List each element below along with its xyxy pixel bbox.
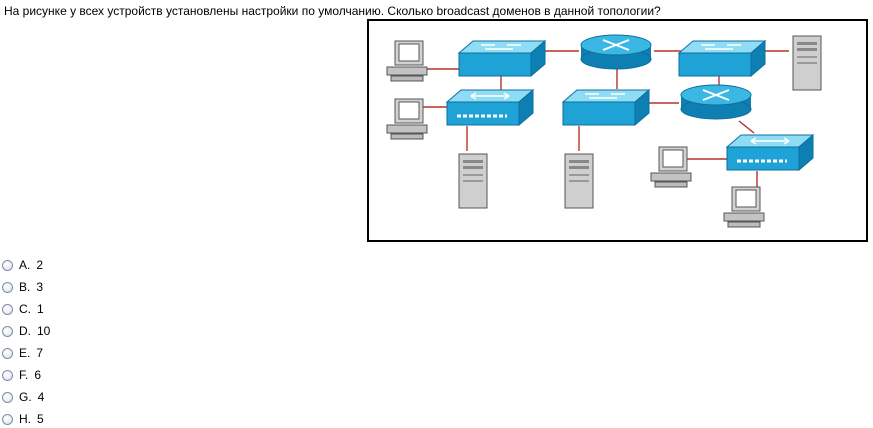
server-icon (564, 153, 594, 209)
router-icon (680, 84, 752, 120)
hub-icon (445, 88, 535, 127)
topology-svg (386, 34, 822, 228)
radio-button[interactable] (2, 369, 13, 381)
option-g[interactable]: G. 4 (2, 388, 44, 406)
option-d[interactable]: D. 10 (2, 322, 50, 340)
radio-button[interactable] (2, 281, 13, 293)
pc-icon (386, 98, 428, 140)
option-h[interactable]: H. 5 (2, 410, 44, 428)
radio-button[interactable] (2, 391, 13, 403)
network-topology-diagram (367, 19, 868, 242)
radio-button[interactable] (2, 259, 13, 271)
switch-icon (458, 40, 546, 77)
radio-button[interactable] (2, 325, 13, 337)
option-f[interactable]: F. 6 (2, 366, 41, 384)
links (411, 50, 789, 187)
radio-button[interactable] (2, 413, 13, 425)
option-b[interactable]: B. 3 (2, 278, 43, 296)
server-icon (792, 35, 822, 91)
hub-icon (725, 133, 815, 172)
pc-icon (386, 40, 428, 82)
option-c[interactable]: C. 1 (2, 300, 44, 318)
option-e[interactable]: E. 7 (2, 344, 43, 362)
option-a[interactable]: A. 2 (2, 256, 43, 274)
server-icon (458, 153, 488, 209)
router-icon (580, 34, 652, 70)
switch-icon (678, 40, 766, 77)
pc-icon (650, 146, 692, 188)
radio-button[interactable] (2, 347, 13, 359)
radio-button[interactable] (2, 303, 13, 315)
pc-icon (723, 186, 765, 228)
question-text: На рисунке у всех устройств установлены … (4, 4, 661, 18)
switch-icon (562, 89, 650, 126)
